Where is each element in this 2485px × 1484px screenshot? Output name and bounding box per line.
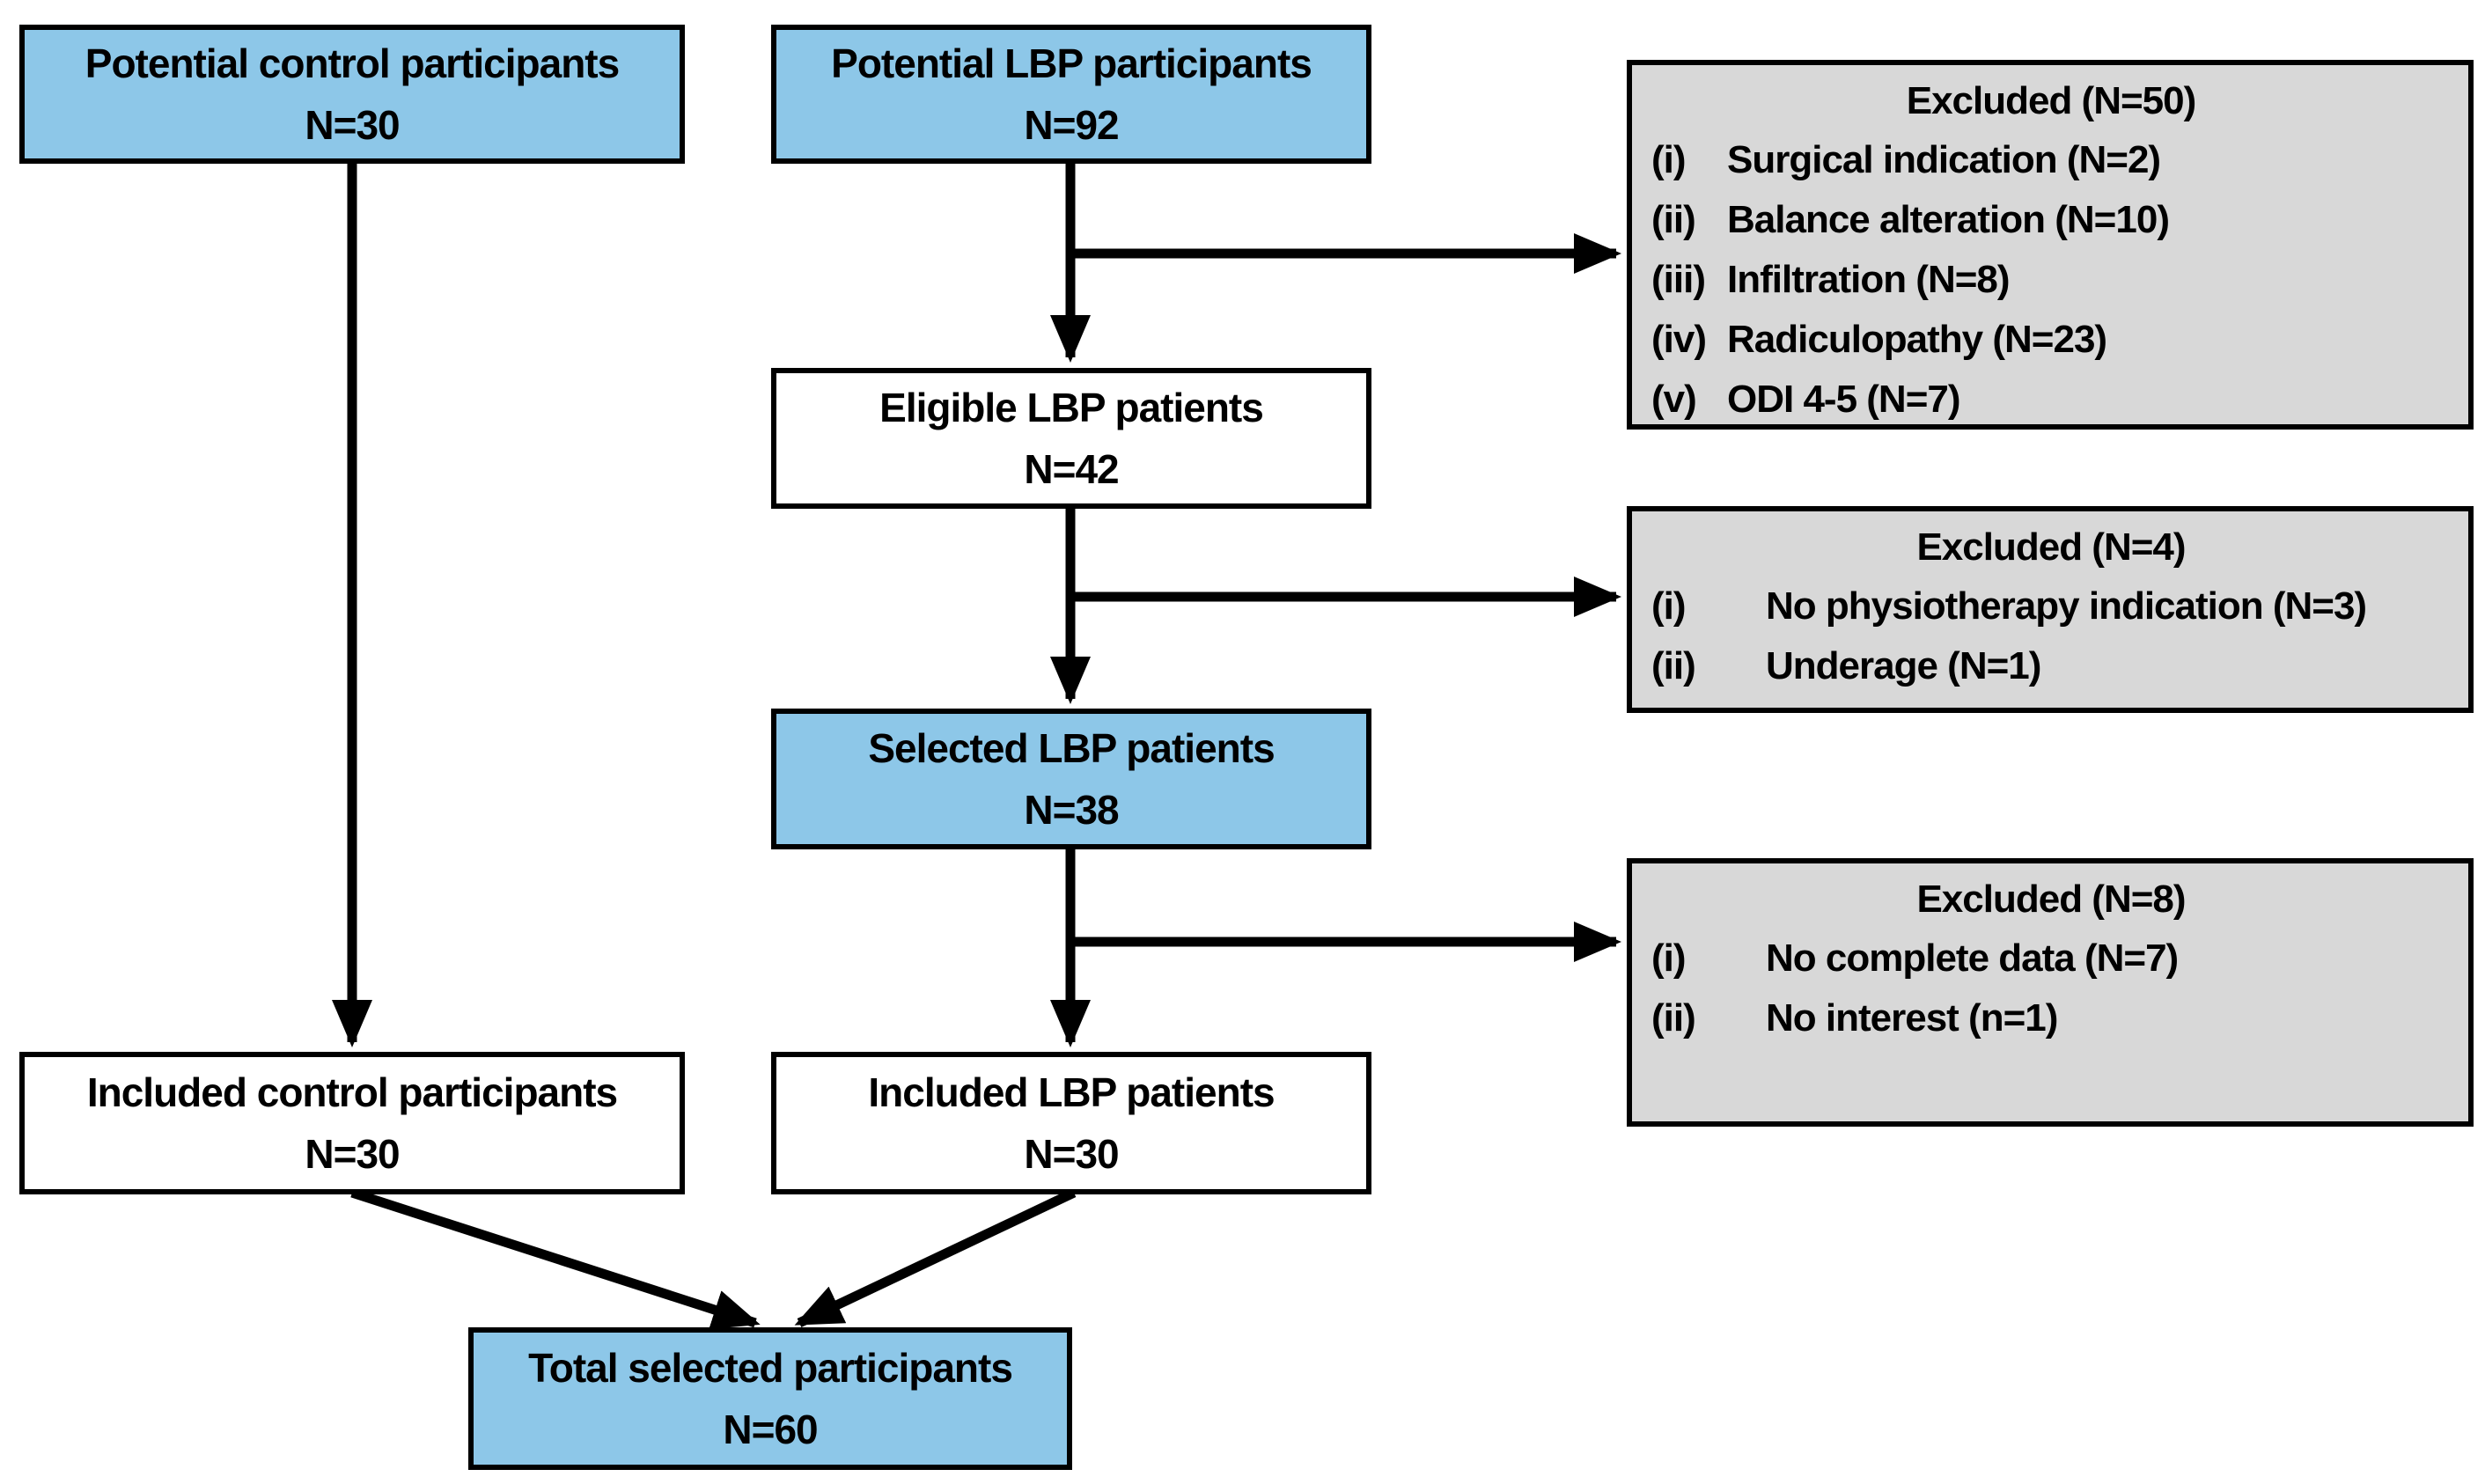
- arrow-included-lbp-to-total: [794, 1188, 1077, 1327]
- node-label: Total selected participants: [528, 1345, 1013, 1391]
- node-potential-lbp-participants: Potential LBP participants N=92: [771, 25, 1371, 164]
- exclusion-item: (iv) Radiculopathy (N=23): [1651, 310, 2451, 370]
- exclusion-item: (ii) No interest (n=1): [1651, 988, 2451, 1048]
- node-label: Included control participants: [86, 1069, 618, 1115]
- exclusion-box-n50: Excluded (N=50) (i) Surgical indication …: [1627, 60, 2474, 430]
- item-text: No complete data (N=7): [1766, 937, 2179, 980]
- exclusion-item: (i) No physiotherapy indication (N=3): [1651, 577, 2451, 636]
- node-count: N=30: [305, 1131, 400, 1177]
- exclusion-item: (v) ODI 4-5 (N=7): [1651, 370, 2451, 430]
- item-text: Surgical indication (N=2): [1727, 138, 2161, 181]
- exclusion-box-n8: Excluded (N=8) (i) No complete data (N=7…: [1627, 858, 2474, 1127]
- item-text: No physiotherapy indication (N=3): [1766, 584, 2367, 628]
- node-included-control-participants: Included control participants N=30: [19, 1052, 685, 1194]
- node-included-lbp-patients: Included LBP patients N=30: [771, 1052, 1371, 1194]
- item-numeral: (i): [1651, 937, 1687, 980]
- node-count: N=92: [1024, 102, 1119, 148]
- node-total-selected-participants: Total selected participants N=60: [468, 1327, 1072, 1470]
- node-label: Eligible LBP patients: [879, 385, 1264, 430]
- exclusion-item: (i) No complete data (N=7): [1651, 929, 2451, 988]
- item-numeral: (iv): [1651, 318, 1707, 361]
- item-numeral: (iii): [1651, 258, 1706, 301]
- node-count: N=30: [1024, 1131, 1119, 1177]
- node-count: N=38: [1024, 787, 1119, 833]
- exclusion-title: Excluded (N=4): [1916, 525, 2186, 569]
- item-text: Underage (N=1): [1766, 644, 2041, 687]
- arrow-included-control-to-total: [350, 1187, 761, 1330]
- node-label: Selected LBP patients: [868, 725, 1275, 771]
- item-text: Balance alteration (N=10): [1727, 198, 2170, 241]
- exclusion-item: (ii) Underage (N=1): [1651, 636, 2451, 696]
- exclusion-item: (i) Surgical indication (N=2): [1651, 130, 2451, 190]
- node-selected-lbp-patients: Selected LBP patients N=38: [771, 709, 1371, 849]
- item-text: ODI 4-5 (N=7): [1727, 378, 1961, 421]
- item-numeral: (i): [1651, 138, 1687, 181]
- node-potential-control-participants: Potential control participants N=30: [19, 25, 685, 164]
- exclusion-item: (iii) Infiltration (N=8): [1651, 250, 2451, 310]
- node-count: N=30: [305, 102, 400, 148]
- exclusion-item: (ii) Balance alteration (N=10): [1651, 190, 2451, 250]
- node-count: N=42: [1024, 446, 1119, 492]
- item-numeral: (i): [1651, 584, 1687, 628]
- node-label: Potential LBP participants: [831, 40, 1312, 86]
- item-text: Infiltration (N=8): [1727, 258, 2011, 301]
- item-numeral: (v): [1651, 378, 1697, 421]
- node-label: Included LBP patients: [868, 1069, 1275, 1115]
- item-numeral: (ii): [1651, 644, 1696, 687]
- node-label: Potential control participants: [85, 40, 620, 86]
- exclusion-title: Excluded (N=8): [1916, 878, 2186, 921]
- node-eligible-lbp-patients: Eligible LBP patients N=42: [771, 368, 1371, 509]
- node-count: N=60: [723, 1407, 818, 1452]
- item-numeral: (ii): [1651, 996, 1696, 1040]
- exclusion-title: Excluded (N=50): [1906, 79, 2197, 122]
- item-numeral: (ii): [1651, 198, 1696, 241]
- item-text: No interest (n=1): [1766, 996, 2058, 1040]
- exclusion-box-n4: Excluded (N=4) (i) No physiotherapy indi…: [1627, 506, 2474, 713]
- item-text: Radiculopathy (N=23): [1727, 318, 2107, 361]
